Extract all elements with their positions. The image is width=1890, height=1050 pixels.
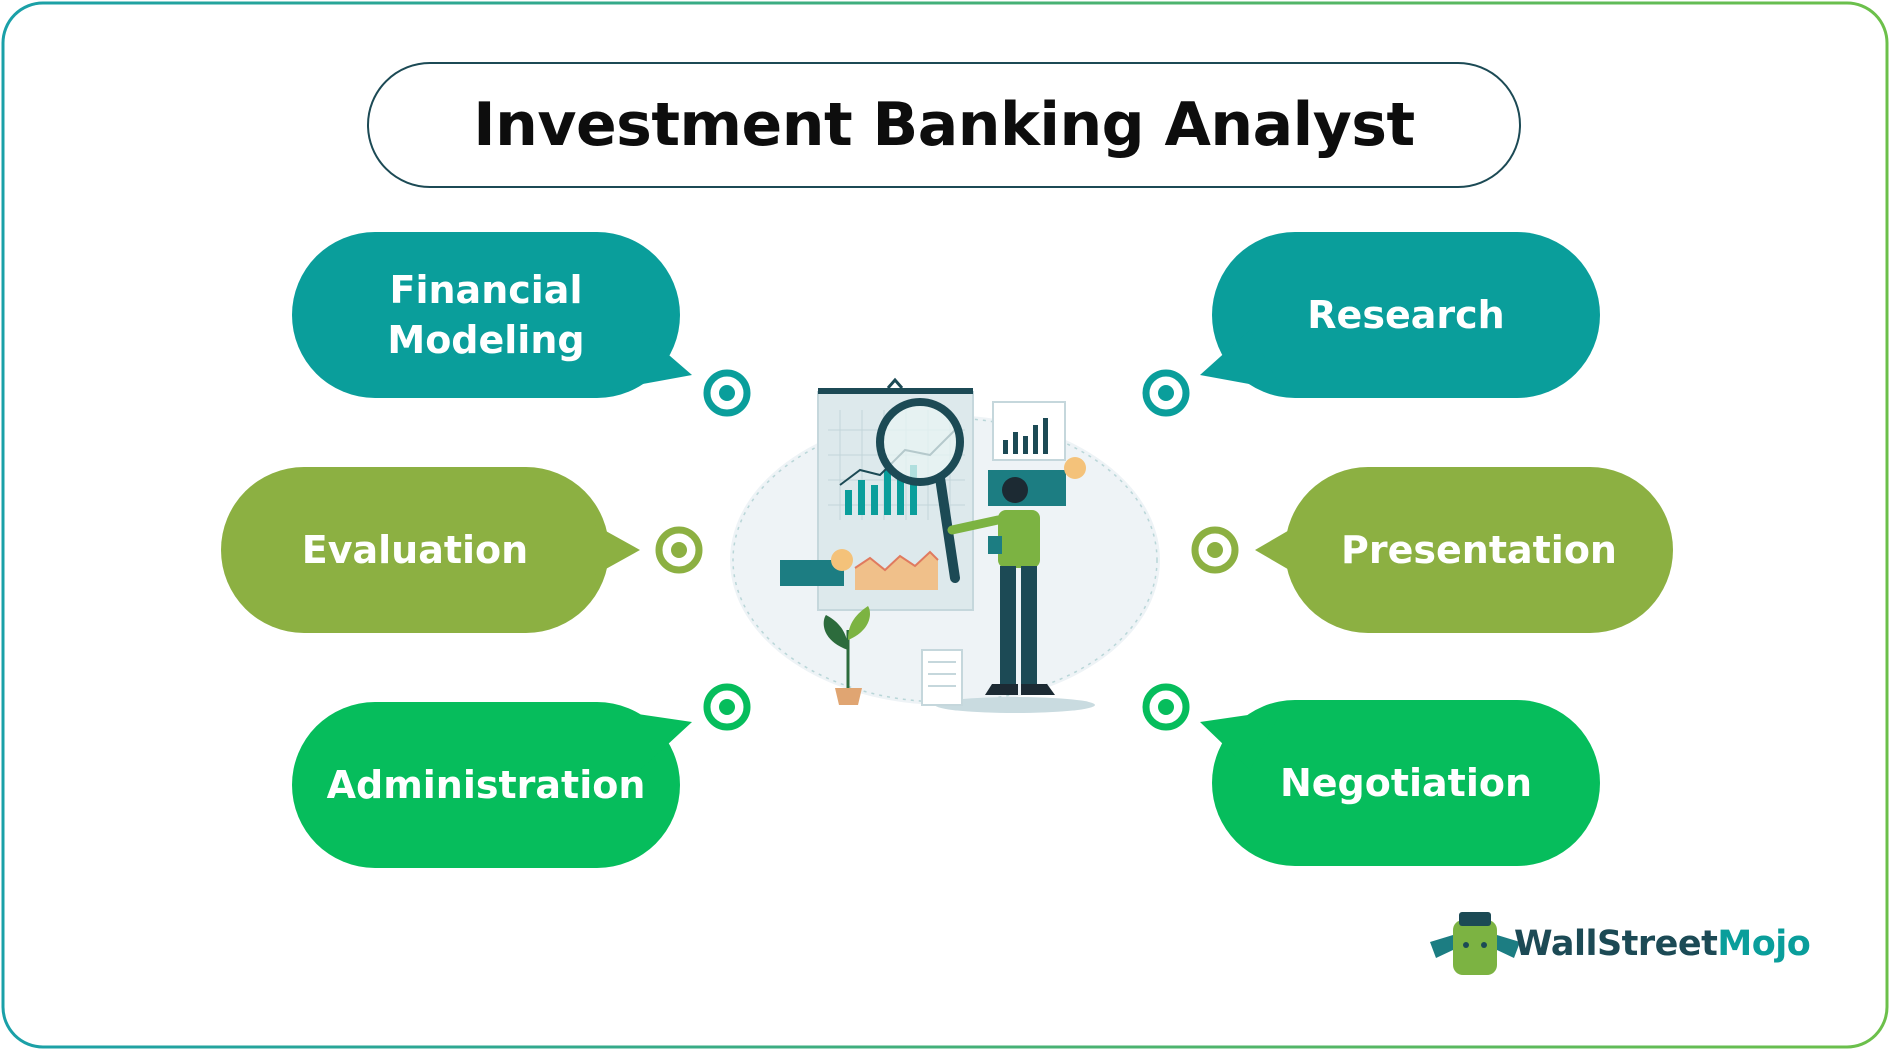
analyst-illustration (730, 377, 1160, 713)
wallstreetmojo-logo-text: WallStreetMojo (1514, 924, 1811, 964)
bubble-evaluation (221, 467, 640, 633)
connector-dot-administration (703, 683, 751, 731)
bubble-administration (292, 702, 692, 868)
page-title: Investment Banking Analyst (473, 90, 1415, 160)
bubble-research (1200, 232, 1600, 398)
label-evaluation: Evaluation (301, 527, 529, 572)
connector-dot-presentation (1191, 526, 1239, 574)
connector-dot-financial-modeling (703, 369, 751, 417)
label-financial-modeling: Financial Modeling (387, 267, 585, 362)
bubble-presentation (1255, 467, 1673, 633)
connector-dot-evaluation (655, 526, 703, 574)
label-presentation: Presentation (1341, 527, 1617, 572)
bubble-financial-modeling (292, 232, 692, 398)
wallstreetmojo-logo-icon (1430, 912, 1520, 975)
title-pill: Investment Banking Analyst (367, 62, 1521, 188)
bubble-negotiation (1200, 700, 1600, 866)
label-research: Research (1307, 292, 1505, 337)
connector-dot-research (1142, 369, 1190, 417)
label-negotiation: Negotiation (1279, 760, 1533, 805)
label-administration: Administration (326, 762, 646, 807)
connector-dot-negotiation (1142, 683, 1190, 731)
